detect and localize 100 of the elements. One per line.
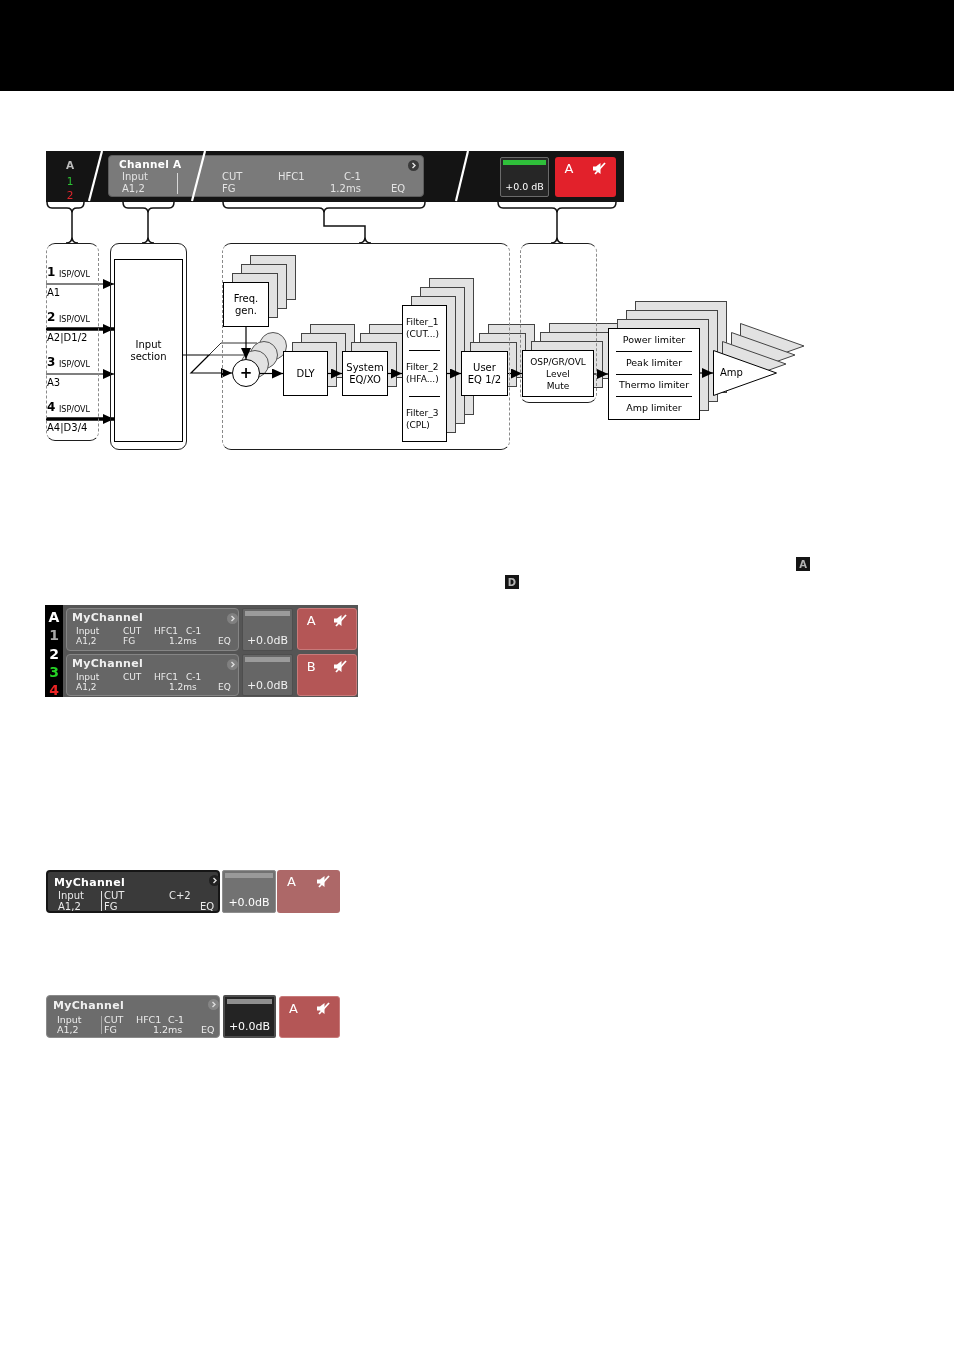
arrow xyxy=(241,326,251,360)
output-button: A xyxy=(555,157,616,197)
signal-status-label: ISP/OVL xyxy=(59,405,91,414)
arrow xyxy=(446,368,462,379)
parameter-label: A1,2 xyxy=(58,901,81,912)
input-source-label: A1 xyxy=(47,287,61,298)
level-meter xyxy=(223,995,276,1038)
dashed-group-frame xyxy=(46,243,99,441)
channel-name: MyChannel xyxy=(53,1001,125,1011)
tile-letter: D xyxy=(507,576,517,588)
plus-sign: + xyxy=(239,365,253,381)
channel-name: Channel A xyxy=(119,159,182,170)
parameter-label: CUT xyxy=(123,672,142,682)
arrow xyxy=(507,368,523,379)
gain-value: +0.0dB xyxy=(245,680,290,692)
block-label: Input section xyxy=(129,338,168,363)
output-button: A xyxy=(297,608,357,650)
input-number: 4 xyxy=(47,401,56,414)
arrow xyxy=(45,369,115,379)
input-number: 2 xyxy=(47,311,56,324)
channel-name: MyChannel xyxy=(72,613,144,623)
dashed-group-frame xyxy=(520,243,597,403)
output-button: A xyxy=(279,996,340,1038)
parameter-label: EQ xyxy=(200,901,215,912)
arrow xyxy=(699,368,714,378)
parameter-label: HFC1 xyxy=(154,626,178,636)
gain-value: +0.0dB xyxy=(227,1021,272,1033)
parameter-label: EQ xyxy=(218,682,231,692)
parameter-label: EQ xyxy=(218,636,231,646)
parameter-label: C+2 xyxy=(169,890,191,901)
block-label: Filter_3 (CPL) xyxy=(406,406,440,431)
block-label: User EQ 1/2 xyxy=(467,361,502,386)
parameter-label: 1.2ms xyxy=(169,636,197,646)
signal-status-label: ISP/OVL xyxy=(59,270,91,279)
process-box xyxy=(223,282,269,327)
parameter-label: C-1 xyxy=(186,626,202,636)
level-meter xyxy=(222,870,276,913)
parameter-label: Input xyxy=(57,1015,82,1025)
block-label: Mute xyxy=(546,379,570,392)
level-meter xyxy=(242,608,293,651)
parameter-label: A1,2 xyxy=(76,636,97,646)
channel-panel xyxy=(46,870,220,913)
channel-number: 1 xyxy=(48,628,60,642)
block-label: Power limiter xyxy=(622,333,686,346)
arrow xyxy=(387,368,403,379)
parameter-label: FG xyxy=(104,901,118,912)
arrow xyxy=(593,369,609,379)
input-source-label: A4|D3/4 xyxy=(47,422,88,433)
summing-circle xyxy=(232,359,260,387)
block-label: Filter_2 (HFA...) xyxy=(406,361,440,386)
filter-box xyxy=(402,305,447,442)
parameter-label: CUT xyxy=(222,171,243,182)
channel-panel xyxy=(46,995,220,1038)
parameter-label: FG xyxy=(123,636,136,646)
parameter-label: CUT xyxy=(123,626,142,636)
block-label: DLY xyxy=(296,367,315,380)
dashed-group-frame xyxy=(222,243,510,450)
parameter-label: C-1 xyxy=(168,1015,185,1025)
arrow xyxy=(46,414,114,424)
input-number: 1 xyxy=(47,266,56,279)
parameter-label: CUT xyxy=(104,1015,124,1025)
block-label: System EQ/XO xyxy=(345,361,385,386)
parameter-label: FG xyxy=(222,183,236,194)
parameter-label: A1,2 xyxy=(122,183,145,194)
arrow xyxy=(327,368,343,379)
channel-name: MyChannel xyxy=(54,877,126,888)
arrow xyxy=(45,279,115,289)
channel-panel xyxy=(66,608,239,651)
input-source-label: A3 xyxy=(47,377,61,388)
parameter-label: FG xyxy=(104,1025,117,1035)
parameter-label: C-1 xyxy=(344,171,361,182)
process-box xyxy=(461,351,508,396)
process-box xyxy=(114,259,183,442)
channel-panel xyxy=(108,155,424,197)
parameter-label: C-1 xyxy=(186,672,202,682)
block-label: Amp xyxy=(720,367,743,379)
channel-panel xyxy=(66,654,239,696)
channel-number: 4 xyxy=(48,683,60,697)
arrow xyxy=(182,354,233,378)
parameter-label: HFC1 xyxy=(154,672,178,682)
block-label: Peak limiter xyxy=(625,356,683,369)
parameter-label: HFC1 xyxy=(278,171,305,182)
level-meter xyxy=(242,654,293,696)
parameter-label: 1.2ms xyxy=(153,1025,183,1035)
limiter-box xyxy=(608,328,700,420)
channel-number: 2 xyxy=(48,647,60,661)
process-box xyxy=(342,351,388,396)
channel-number: 3 xyxy=(48,665,60,679)
parameter-label: A1,2 xyxy=(76,682,97,692)
channel-name: MyChannel xyxy=(72,659,144,669)
block-label: Filter_1 (CUT...) xyxy=(406,316,440,341)
parameter-label: Input xyxy=(76,672,100,682)
parameter-label: CUT xyxy=(104,890,125,901)
arrow xyxy=(46,324,114,334)
group-frame xyxy=(110,243,187,450)
parameter-label: Input xyxy=(122,171,148,182)
input-number: 2 xyxy=(65,190,75,201)
parameter-label: HFC1 xyxy=(136,1015,162,1025)
input-number: 1 xyxy=(65,176,75,187)
signal-status-label: ISP/OVL xyxy=(59,315,91,324)
